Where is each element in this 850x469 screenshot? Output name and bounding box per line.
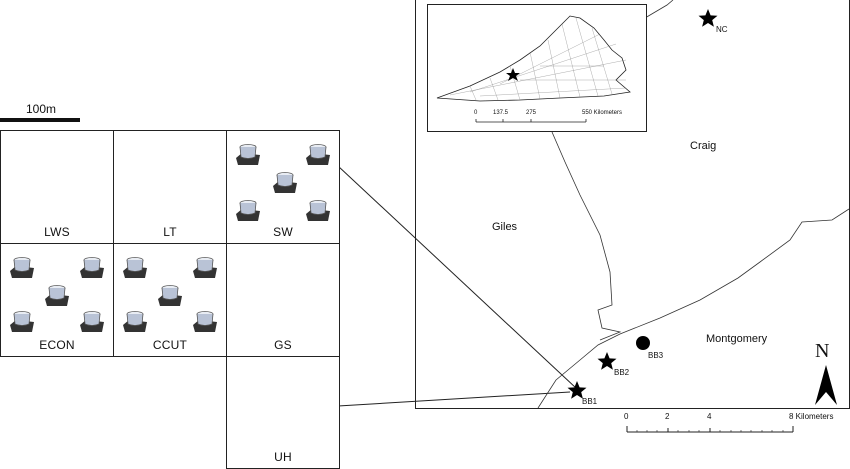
trap-bucket-icon	[236, 200, 260, 221]
county-montgomery: Montgomery	[706, 333, 768, 345]
trap-bucket-icon	[236, 144, 260, 165]
trap-bucket-icon	[193, 311, 217, 332]
trap-bucket-icon	[123, 257, 147, 278]
inset-scale-tick-0: 0	[474, 110, 478, 116]
plot-label: GS	[274, 338, 292, 352]
bb1-star-icon	[567, 381, 587, 399]
plot-label: CCUT	[152, 338, 188, 352]
trap-bucket-icon	[273, 172, 297, 193]
trap-bucket-icon	[158, 285, 182, 306]
plot-econ: ECON	[0, 243, 114, 357]
inset-scale-tick-2: 275	[526, 110, 537, 116]
map-scale-tick-1: 2	[665, 412, 670, 421]
plot-uh: UH	[226, 356, 340, 469]
trap-bucket-icon	[193, 257, 217, 278]
bb3-circle-icon	[636, 336, 650, 350]
plot-label: LWS	[44, 225, 70, 239]
grid-scale-bar	[0, 118, 80, 122]
plot-sw: SW	[226, 130, 340, 244]
inset-site-star-icon	[506, 68, 520, 81]
plot-label: ECON	[39, 338, 75, 352]
plot-label: UH	[274, 450, 292, 464]
north-label: N	[815, 340, 830, 362]
nc-star-icon	[698, 9, 718, 27]
trap-bucket-icon	[123, 311, 147, 332]
map-scale-tick-3: 8 Kilometers	[789, 412, 834, 421]
plot-label: SW	[273, 225, 293, 239]
plot-ccut: CCUT	[113, 243, 227, 357]
bb2-star-icon	[597, 352, 617, 370]
trap-bucket-icon	[80, 311, 104, 332]
site-label-bb2: BB2	[614, 368, 630, 377]
site-label-bb1: BB1	[582, 397, 598, 406]
plot-lws: LWS	[0, 130, 114, 244]
plot-label: LT	[163, 225, 177, 239]
trap-bucket-icon	[10, 311, 34, 332]
grid-scale-label: 100m	[26, 102, 57, 116]
trap-bucket-icon	[45, 285, 69, 306]
trap-bucket-icon	[306, 144, 330, 165]
county-giles: Giles	[492, 221, 518, 233]
site-label-nc: NC	[716, 25, 728, 34]
map-scale-tick-2: 4	[707, 412, 712, 421]
inset-scale-tick-3: 550 Kilometers	[582, 110, 623, 116]
trap-bucket-icon	[306, 200, 330, 221]
site-label-bb3: BB3	[648, 351, 664, 360]
county-craig: Craig	[690, 140, 717, 152]
trap-bucket-icon	[10, 257, 34, 278]
map-scale-tick-0: 0	[624, 412, 629, 421]
trap-bucket-icon	[80, 257, 104, 278]
inset-scale-tick-1: 137.5	[493, 110, 509, 116]
